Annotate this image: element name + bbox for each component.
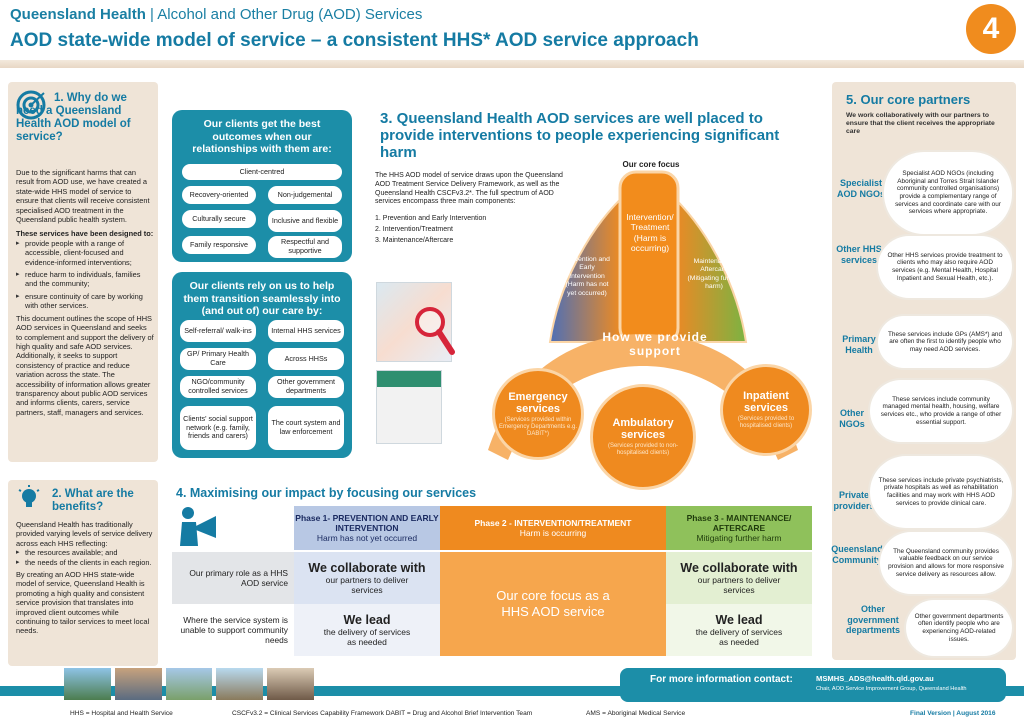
relationships-title: Our clients get the best outcomes when o… bbox=[192, 118, 332, 155]
photo-staff bbox=[267, 668, 314, 700]
why-title: 1. Why do we need a Queensland Health AO… bbox=[16, 92, 131, 143]
relationship-item: Inclusive and flexible bbox=[268, 210, 342, 232]
footer-band bbox=[0, 686, 1024, 696]
row-system-unable-label: Where the service system is unable to su… bbox=[172, 604, 294, 656]
benefits-title: 2. What are the benefits? bbox=[52, 488, 134, 513]
bell-maintenance-label: Maintenance/ Aftercare (Mitigating furth… bbox=[687, 258, 741, 291]
partner-label-primary-health: Primary Health bbox=[842, 334, 876, 355]
transition-item: Self-referral/ walk-ins bbox=[180, 320, 256, 342]
lightbulb-icon bbox=[18, 485, 40, 507]
support-arc-label: How we provide support bbox=[602, 330, 708, 358]
target-icon bbox=[16, 90, 46, 120]
photo-strip bbox=[64, 668, 314, 700]
footnote-hhs: HHS = Hospital and Health Service bbox=[70, 710, 173, 717]
phase-3-lead: We lead the delivery of services as need… bbox=[666, 604, 812, 656]
intervention-bell-curve bbox=[548, 170, 748, 344]
benefits-body: Queensland Health has traditionally prov… bbox=[16, 520, 154, 636]
cscf-document-thumbnail bbox=[376, 370, 442, 444]
why-body: Due to the significant harms that can re… bbox=[16, 168, 154, 417]
partner-desc-specialist-ngos: Specialist AOD NGOs (including Aborigina… bbox=[884, 152, 1012, 234]
footnote-cscf: CSCFv3.2 = Clinical Services Capability … bbox=[232, 710, 533, 717]
row-primary-role-label: Our primary role as a HHS AOD service bbox=[172, 552, 294, 604]
transition-item: GP/ Primary Health Care bbox=[180, 348, 256, 370]
phase-1-collaborate: We collaborate with our partners to deli… bbox=[294, 552, 440, 604]
transition-item: Internal HHS services bbox=[268, 320, 344, 342]
core-focus-label: Our core focus bbox=[622, 160, 680, 169]
interventions-body: The HHS AOD model of service draws upon … bbox=[375, 172, 563, 245]
partner-desc-other-hhs: Other HHS services provide treatment to … bbox=[878, 236, 1012, 298]
relationship-item: Culturally secure bbox=[182, 210, 256, 228]
transition-item: Across HHSs bbox=[268, 348, 344, 370]
photo-clinic bbox=[165, 668, 213, 700]
contact-label: For more information contact: bbox=[650, 674, 793, 685]
magnifier-icon bbox=[415, 307, 455, 355]
framework-document-thumbnail bbox=[376, 282, 452, 362]
version-label: Final Version | August 2016 bbox=[910, 710, 996, 717]
relationship-item: Recovery-oriented bbox=[182, 186, 256, 204]
header-service-line: Queensland Health | Alcohol and Other Dr… bbox=[10, 6, 423, 23]
phase-1-lead: We lead the delivery of services as need… bbox=[294, 604, 440, 656]
transition-item: Other government departments bbox=[268, 376, 344, 398]
emergency-services-circle: Emergency services (Services provided wi… bbox=[492, 368, 584, 460]
transition-item: Clients' social support network (e.g. fa… bbox=[180, 406, 256, 450]
partner-desc-queensland-community: The Queensland community provides valuab… bbox=[880, 532, 1012, 594]
partner-desc-other-ngos: These services include community managed… bbox=[870, 380, 1012, 442]
partners-title: 5. Our core partners bbox=[846, 92, 971, 107]
partner-desc-primary-health: These services include GPs (AMS*) and ar… bbox=[878, 316, 1012, 368]
impact-title: 4. Maximising our impact by focusing our… bbox=[176, 486, 477, 500]
footnote-ams: AMS = Aboriginal Medical Service bbox=[586, 710, 686, 717]
partner-desc-private-providers: These services include private psychiatr… bbox=[870, 456, 1012, 528]
transition-title: Our clients rely on us to help them tran… bbox=[183, 280, 341, 317]
why-panel: 1. Why do we need a Queensland Health AO… bbox=[8, 82, 158, 462]
phase-3-header: Phase 3 - MAINTENANCE/ AFTERCARE Mitigat… bbox=[666, 506, 812, 550]
relationship-item: Non-judgemental bbox=[268, 186, 342, 204]
contact-role: Chair, AOD Service Improvement Group, Qu… bbox=[816, 686, 967, 692]
photo-people bbox=[114, 668, 162, 700]
partner-label-other-ngos: Other NGOs bbox=[839, 408, 865, 429]
partners-intro: We work collaboratively with our partner… bbox=[846, 112, 995, 136]
relationship-item: Respectful and supportive bbox=[268, 236, 342, 258]
relationship-item: Family responsive bbox=[182, 236, 256, 254]
megaphone-icon bbox=[180, 507, 216, 546]
transition-item: NGO/community controlled services bbox=[180, 376, 256, 398]
transition-panel: Our clients rely on us to help them tran… bbox=[172, 272, 352, 458]
photo-outdoor bbox=[216, 668, 264, 700]
header-divider bbox=[0, 60, 1024, 68]
partner-label-queensland-community: Queensland Community bbox=[831, 544, 883, 565]
bell-prevention-label: Prevention and Early Intervention (Harm … bbox=[564, 256, 610, 297]
page-title: AOD state-wide model of service – a cons… bbox=[10, 30, 699, 51]
contact-email[interactable]: MSMHS_ADS@health.qld.gov.au bbox=[816, 674, 934, 683]
partner-label-private-providers: Private providers bbox=[833, 490, 875, 511]
partner-label-specialist-ngos: Specialist AOD NGOs bbox=[836, 178, 885, 199]
phase-1-header: Phase 1- PREVENTION AND EARLY INTERVENTI… bbox=[294, 506, 440, 550]
relationship-client-centred: Client-centred bbox=[182, 164, 342, 180]
support-arc bbox=[488, 334, 798, 460]
relationships-panel: Our clients get the best outcomes when o… bbox=[172, 110, 352, 262]
page-number-badge: 4 bbox=[966, 4, 1016, 54]
photo-building bbox=[64, 668, 111, 700]
interventions-title: 3. Queensland Health AOD services are we… bbox=[380, 110, 780, 161]
bell-intervention-label: Intervention/ Treatment (Harm is occurri… bbox=[626, 212, 674, 254]
core-focus-cell: Our core focus as a HHS AOD service bbox=[440, 552, 666, 656]
phase-3-collaborate: We collaborate with our partners to deli… bbox=[666, 552, 812, 604]
benefits-panel: 2. What are the benefits? Queensland Hea… bbox=[8, 480, 158, 666]
partner-desc-other-government: Other government departments often ident… bbox=[906, 600, 1012, 656]
ambulatory-services-circle: Ambulatory services (Services provided t… bbox=[590, 384, 696, 490]
transition-item: The court system and law enforcement bbox=[268, 406, 344, 450]
partner-label-other-government: Other government departments bbox=[845, 604, 900, 635]
phase-2-header: Phase 2 - INTERVENTION/TREATMENT Harm is… bbox=[440, 506, 666, 550]
inpatient-services-circle: Inpatient services (Services provided to… bbox=[720, 364, 812, 456]
partner-label-other-hhs: Other HHS services bbox=[836, 244, 882, 265]
contact-box: For more information contact: MSMHS_ADS@… bbox=[620, 668, 1006, 702]
